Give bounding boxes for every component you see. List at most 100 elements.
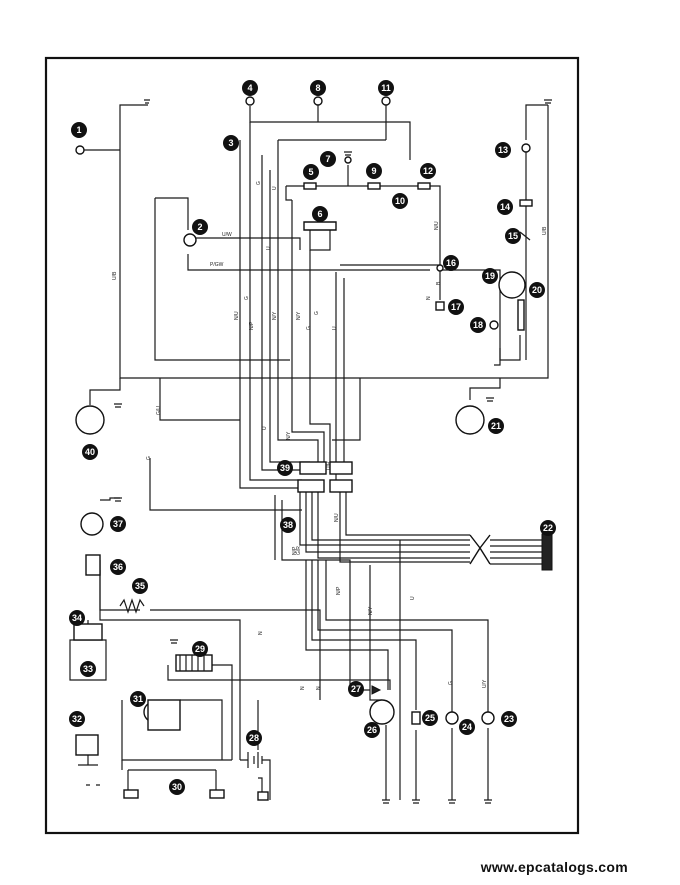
badge-5: 5: [303, 164, 319, 180]
relay-symbol: [73, 623, 103, 641]
headlamp-symbol: [455, 405, 485, 435]
badge-36: 36: [110, 559, 126, 575]
badge-6: 6: [312, 206, 328, 222]
badge-26: 26: [364, 722, 380, 738]
badge-28: 28: [246, 730, 262, 746]
lamp-symbol: [481, 711, 495, 725]
badge-20: 20: [529, 282, 545, 298]
switch-symbol: [435, 301, 445, 311]
diode-symbol: [371, 685, 382, 695]
horn-symbol: [80, 512, 104, 536]
svg-text:23: 23: [504, 714, 514, 724]
svg-text:39: 39: [280, 463, 290, 473]
svg-text:14: 14: [500, 202, 510, 212]
svg-text:5: 5: [308, 167, 313, 177]
harness-joint: [469, 534, 491, 565]
badge-30: 30: [169, 779, 185, 795]
badge-3: 3: [223, 135, 239, 151]
svg-text:26: 26: [367, 725, 377, 735]
svg-text:15: 15: [508, 231, 518, 241]
svg-text:11: 11: [381, 83, 391, 93]
badge-39: 39: [277, 460, 293, 476]
wire-label: B: [436, 281, 442, 285]
ground-icon: [344, 151, 352, 156]
regulator-symbol: [175, 654, 213, 672]
lamp-symbol: [521, 143, 531, 153]
switch-symbol: [303, 182, 317, 190]
svg-text:1: 1: [76, 125, 81, 135]
wire-label: G: [306, 326, 312, 330]
svg-text:4: 4: [247, 83, 252, 93]
svg-text:7: 7: [325, 154, 330, 164]
coil-symbol: [85, 554, 101, 576]
badge-21: 21: [488, 418, 504, 434]
badge-35: 35: [132, 578, 148, 594]
svg-text:19: 19: [485, 271, 495, 281]
wire-label: U: [332, 326, 338, 330]
badge-8: 8: [310, 80, 326, 96]
badge-40: 40: [82, 444, 98, 460]
svg-text:27: 27: [351, 684, 361, 694]
badge-15: 15: [505, 228, 521, 244]
wire-label: P/GW: [210, 262, 224, 268]
lamp-symbol: [489, 320, 499, 330]
wire-label: N/P: [249, 321, 255, 330]
badge-27: 27: [348, 681, 364, 697]
lamp-symbol: [344, 156, 352, 164]
gauge-symbol: [498, 271, 526, 299]
switch-symbol: [75, 734, 99, 756]
wire-label: N/Y: [272, 311, 278, 320]
svg-text:16: 16: [446, 258, 456, 268]
wire-label: U/B: [542, 226, 548, 235]
badge-38: 38: [280, 517, 296, 533]
svg-text:40: 40: [85, 447, 95, 457]
ground-icon: [144, 99, 150, 104]
wire-label: N/Y: [368, 606, 374, 615]
badge-12: 12: [420, 163, 436, 179]
badge-19: 19: [482, 268, 498, 284]
badge-29: 29: [192, 641, 208, 657]
component-badges: 1 2 3 4 5 6 7 8 9 10 11 12 13 14 15 16 1…: [69, 80, 556, 795]
svg-text:37: 37: [113, 519, 123, 529]
svg-text:28: 28: [249, 733, 259, 743]
svg-text:8: 8: [315, 83, 320, 93]
badge-9: 9: [366, 163, 382, 179]
badge-23: 23: [501, 711, 517, 727]
ground-icon: [448, 799, 456, 804]
wire-label: U: [272, 186, 278, 190]
svg-text:21: 21: [491, 421, 501, 431]
svg-text:2: 2: [197, 222, 202, 232]
lamp-symbol: [75, 145, 85, 155]
wire-label: G: [314, 311, 320, 315]
badge-2: 2: [192, 219, 208, 235]
svg-text:32: 32: [72, 714, 82, 724]
svg-text:6: 6: [317, 209, 322, 219]
svg-text:10: 10: [395, 196, 405, 206]
svg-text:30: 30: [172, 782, 182, 792]
unit-symbol: [183, 233, 197, 247]
plug-symbol: [123, 789, 139, 799]
badge-4: 4: [242, 80, 258, 96]
plug-symbol: [257, 791, 269, 801]
headlamp-symbol: [75, 405, 105, 435]
badge-13: 13: [495, 142, 511, 158]
svg-text:12: 12: [423, 166, 433, 176]
badge-31: 31: [130, 691, 146, 707]
ground-icon: [412, 799, 420, 804]
svg-text:34: 34: [72, 613, 82, 623]
badge-34: 34: [69, 610, 85, 626]
connector-block: [297, 479, 325, 493]
svg-text:9: 9: [371, 166, 376, 176]
wire-label: U/Y: [482, 679, 488, 688]
wire-label: N: [316, 686, 322, 690]
ground-icon: [114, 497, 122, 502]
wire-label: U/W: [222, 232, 232, 238]
battery-symbol: [247, 752, 263, 768]
junction-symbol: [436, 264, 444, 272]
ground-icon: [382, 799, 390, 804]
badge-10: 10: [392, 193, 408, 209]
wire-label: N/Y: [296, 311, 302, 320]
website-footer[interactable]: www.epcatalogs.com: [480, 859, 628, 875]
wire-label: G/R: [296, 546, 302, 555]
